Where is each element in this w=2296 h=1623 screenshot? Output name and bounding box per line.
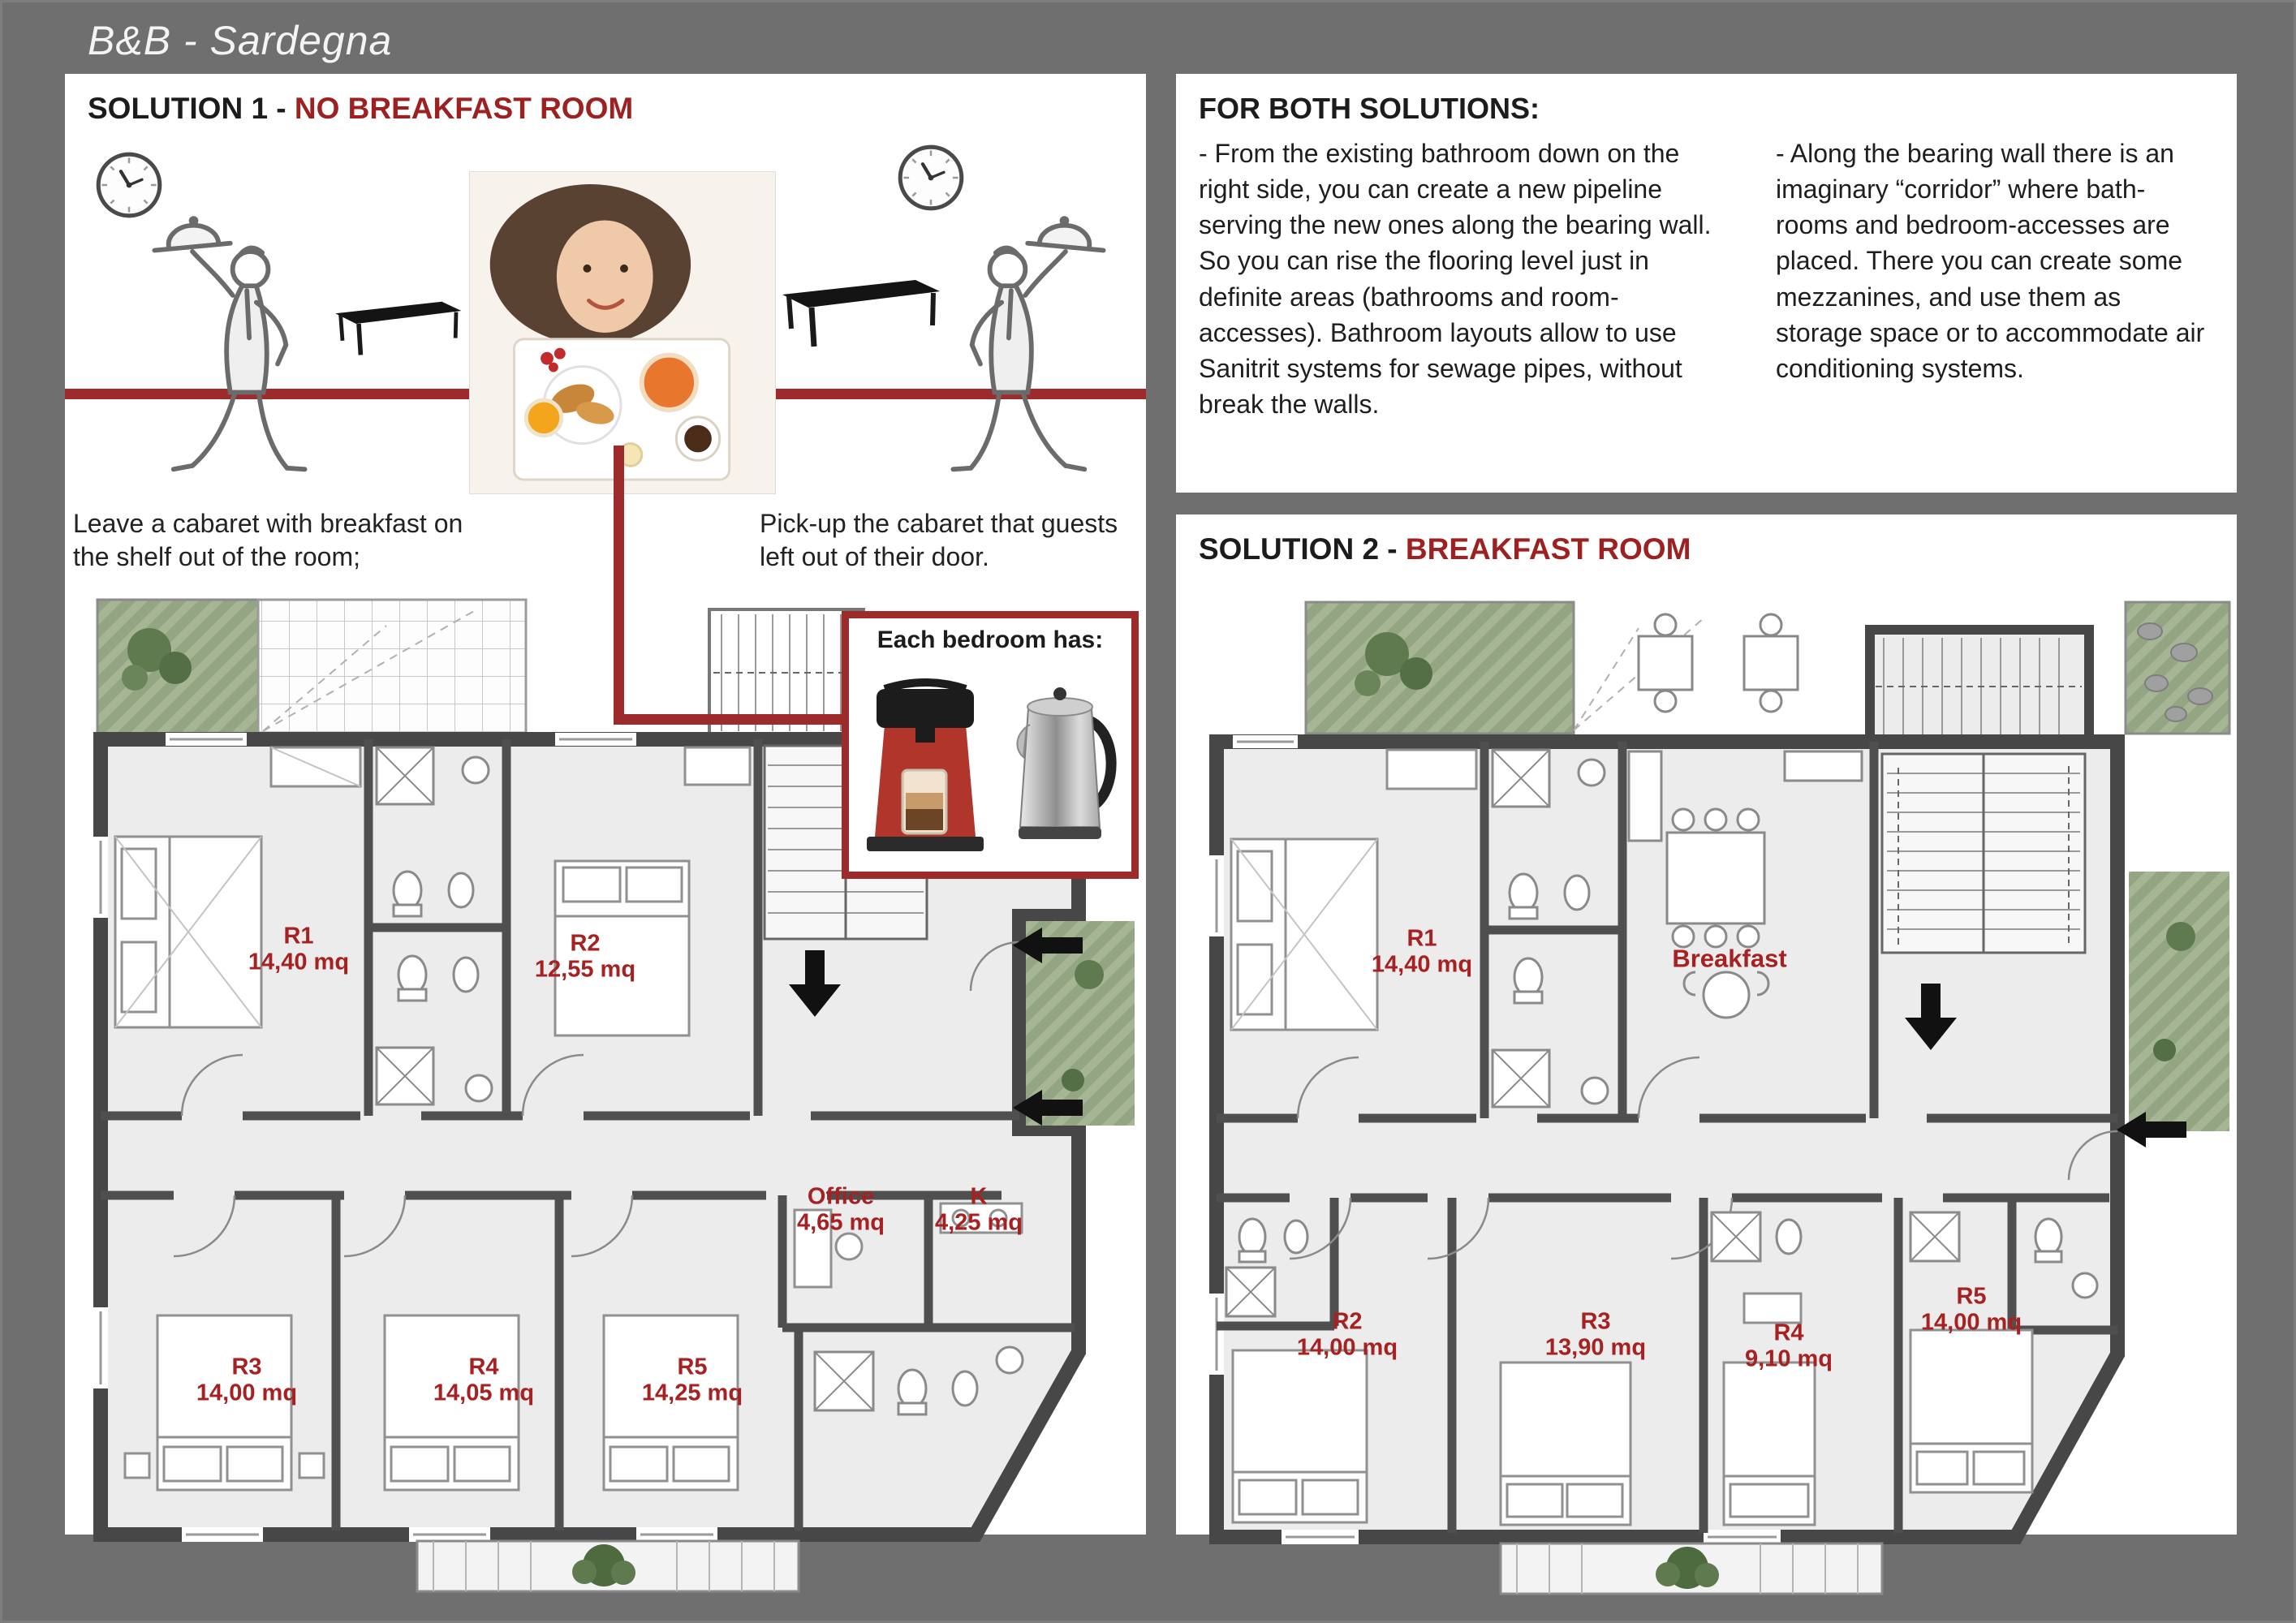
callout-title: Each bedroom has: — [877, 626, 1104, 653]
room-label-r2: R2 14,00 mq — [1296, 1308, 1398, 1361]
stair-down-arrow — [1905, 984, 1957, 1050]
breakfast-room-furniture — [1627, 750, 1863, 1019]
woman-face — [556, 220, 653, 333]
garden-top-left — [1304, 601, 1704, 735]
solution1-plan: R1 14,40 mq R2 12,55 mq R3 14,00 mq R4 1… — [68, 593, 1138, 1599]
room-label-r5: R5 14,00 mq — [1920, 1283, 2022, 1336]
room-label-r3: R3 14,00 mq — [196, 1354, 298, 1406]
garden-top-right — [2124, 601, 2231, 735]
solution1-header: SOLUTION 1 - NO BREAKFAST ROOM — [88, 92, 633, 126]
stairwell — [1880, 752, 2087, 954]
room-label-r4: R4 9,10 mq — [1745, 1319, 1833, 1372]
service-table-icon — [333, 293, 463, 361]
bathroom-fixtures — [1225, 1211, 2099, 1318]
entrance-arrow — [1013, 928, 1083, 963]
entrance-arrow — [2117, 1112, 2186, 1147]
food-bowl — [639, 352, 699, 412]
tiled-terrace — [256, 598, 528, 738]
for-both-solutions-panel: FOR BOTH SOLUTIONS: - From the existing … — [1176, 74, 2237, 493]
solution1-panel: SOLUTION 1 - NO BREAKFAST ROOM — [65, 74, 1146, 1593]
room-label-r2: R2 12,55 mq — [534, 930, 636, 983]
electric-kettle-icon — [1016, 687, 1117, 839]
bedroom-equipment-callout: Each bedroom has: — [842, 611, 1139, 879]
breakfast-service-illustration — [65, 123, 1146, 504]
door-swings — [173, 941, 1020, 1258]
stair-tower — [1865, 625, 2094, 748]
room-label-r1: R1 14,40 mq — [1371, 925, 1473, 978]
solution1-title-highlight: NO BREAKFAST ROOM — [294, 92, 634, 125]
solution2-header: SOLUTION 2 - BREAKFAST ROOM — [1199, 532, 1691, 566]
bathroom-fixtures — [1491, 748, 1609, 1109]
entrance-arrow — [1013, 1090, 1083, 1126]
waiter-cartoon — [122, 208, 325, 492]
waiter-cartoon — [933, 208, 1136, 492]
room-label-r4: R4 14,05 mq — [433, 1354, 535, 1406]
garden-right-entrance — [1026, 921, 1135, 1126]
garden-top-left — [96, 598, 260, 738]
callout-connector-horizontal — [614, 714, 851, 725]
caption-pickup-cabaret: Pick-up the cabaret that guests left out… — [760, 509, 1118, 571]
service-table-icon — [779, 273, 941, 351]
furniture — [114, 746, 1023, 1492]
caption-leave-cabaret: Leave a cabaret with breakfast on the sh… — [73, 509, 463, 571]
juice-glass — [523, 398, 564, 438]
solution2-title: SOLUTION 2 - — [1199, 532, 1406, 566]
balcony — [416, 1539, 800, 1593]
espresso-machine-icon — [866, 678, 984, 851]
for-both-column-1: - From the existing bathroom down on the… — [1199, 139, 1712, 420]
stair-down-arrow — [789, 950, 841, 1017]
room-label-r3: R3 13,90 mq — [1544, 1308, 1647, 1361]
room-label-breakfast: Breakfast — [1672, 944, 1787, 973]
windows — [93, 733, 717, 1542]
for-both-title: FOR BOTH SOLUTIONS: — [1199, 92, 1540, 125]
furniture — [1230, 748, 2034, 1526]
coffee-cup — [684, 424, 712, 453]
solution1-floor-plan — [93, 598, 1135, 1593]
solution2-floor-plan — [1209, 601, 2231, 1595]
balcony — [1499, 1542, 1884, 1595]
room-label-office: Office 4,65 mq — [797, 1183, 885, 1236]
interior-walls — [101, 739, 1075, 1530]
solution2-panel: SOLUTION 2 - BREAKFAST ROOM — [1176, 514, 2237, 1595]
room-label-r5: R5 14,25 mq — [641, 1354, 743, 1406]
solution1-title: SOLUTION 1 - — [88, 92, 295, 125]
for-both-column-2: - Along the bearing wall there is an ima… — [1776, 139, 2205, 383]
door-swings — [1289, 1056, 2118, 1260]
garden-right-entrance — [2129, 872, 2229, 1131]
solution2-plan: R1 14,40 mq Breakfast R2 14,00 mq R3 13,… — [1184, 596, 2237, 1602]
room-label-r1: R1 14,40 mq — [248, 923, 350, 975]
windows — [1209, 735, 1781, 1544]
bathroom-fixtures — [375, 746, 493, 1106]
bathroom-fixtures — [813, 1345, 1024, 1416]
terrace-tables — [1637, 613, 1799, 713]
clock-icon — [897, 144, 965, 212]
callout-connector-vertical — [614, 446, 624, 725]
solution2-title-highlight: BREAKFAST ROOM — [1405, 532, 1691, 566]
breakfast-photo — [469, 171, 776, 494]
room-label-k: K 4,25 mq — [935, 1183, 1023, 1236]
page-title: B&B - Sardegna — [88, 18, 393, 63]
interior-walls — [1217, 742, 2117, 1533]
